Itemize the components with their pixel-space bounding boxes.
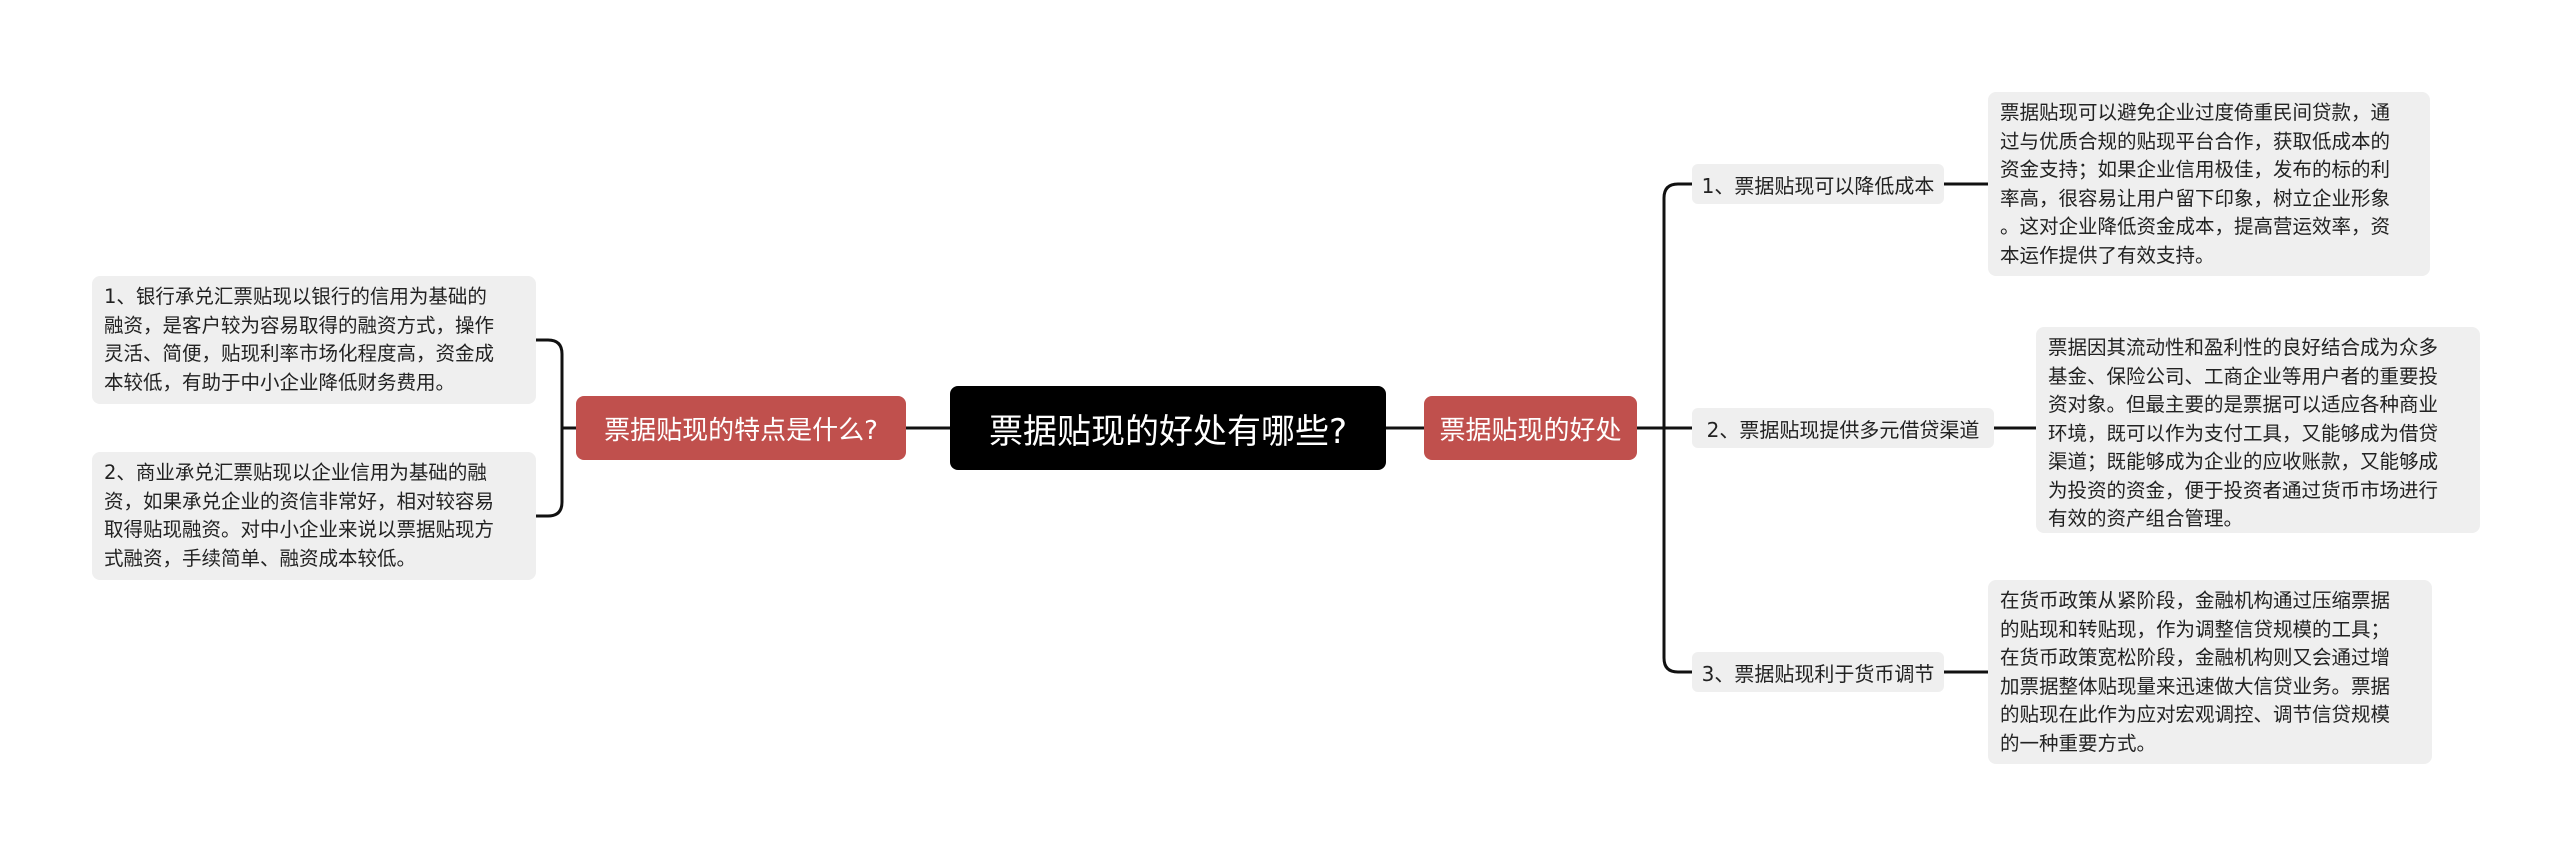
- branch-features[interactable]: 票据贴现的特点是什么?: [576, 396, 906, 460]
- central-topic[interactable]: 票据贴现的好处有哪些?: [950, 386, 1386, 470]
- detail-lower-cost[interactable]: 票据贴现可以避免企业过度倚重民间贷款，通 过与优质合规的贴现平台合作，获取低成本…: [1988, 92, 2430, 276]
- connector-left-bracket: [534, 338, 578, 518]
- leaf-bank-acceptance[interactable]: 1、银行承兑汇票贴现以银行的信用为基础的 融资，是客户较为容易取得的融资方式，操…: [92, 276, 536, 404]
- connector-right-trunk: [1635, 182, 1694, 674]
- detail-multiple-channels[interactable]: 票据因其流动性和盈利性的良好结合成为众多 基金、保险公司、工商企业等用户者的重要…: [2036, 327, 2480, 533]
- leaf-commercial-acceptance[interactable]: 2、商业承兑汇票贴现以企业信用为基础的融 资，如果承兑企业的资信非常好，相对较容…: [92, 452, 536, 580]
- sub-multiple-channels[interactable]: 2、票据贴现提供多元借贷渠道: [1692, 408, 1994, 448]
- sub-monetary-regulation[interactable]: 3、票据贴现利于货币调节: [1692, 652, 1944, 692]
- detail-monetary-regulation[interactable]: 在货币政策从紧阶段，金融机构通过压缩票据 的贴现和转贴现，作为调整信贷规模的工具…: [1988, 580, 2432, 764]
- sub-lower-cost[interactable]: 1、票据贴现可以降低成本: [1692, 164, 1944, 204]
- branch-benefits[interactable]: 票据贴现的好处: [1424, 396, 1637, 460]
